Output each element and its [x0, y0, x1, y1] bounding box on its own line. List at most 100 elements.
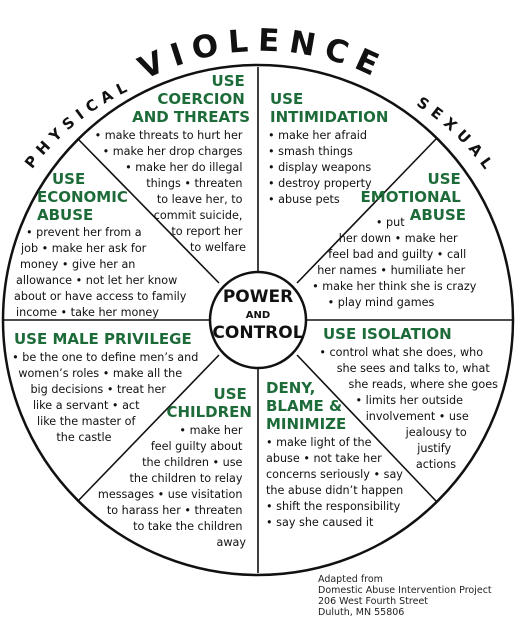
deny-title-line: BLAME & [266, 397, 342, 415]
credit-line: Adapted from [318, 574, 383, 585]
emotional-title-line: USE [428, 170, 461, 188]
intimidation-text-line: • make her afraid [268, 129, 367, 142]
economic-text-line: • prevent her from a [26, 226, 142, 239]
economic-title-line: ECONOMIC [37, 188, 128, 206]
intimidation-title-line: INTIMIDATION [270, 108, 388, 126]
isolation-text-line: actions [416, 458, 456, 471]
children-text-line: • make her [179, 424, 242, 437]
isolation-text-line: involvement • use [366, 410, 469, 423]
isolation-text-line: she reads, where she goes [349, 378, 499, 391]
segment-economic: USE ECONOMIC ABUSE • prevent her from a … [14, 170, 190, 319]
children-text-line: away [217, 536, 247, 549]
coercion-title-line: COERCION [157, 90, 244, 108]
emotional-text-line: • make her think she is crazy [312, 280, 477, 293]
intimidation-text-line: • smash things [268, 145, 353, 158]
emotional-text-line: her down • make her [339, 232, 458, 245]
center-and: AND [246, 310, 270, 321]
economic-text-line: money • give her an [20, 258, 135, 271]
privilege-text-line: like a servant • act [33, 399, 140, 412]
isolation-text-line: • control what she does, who [319, 346, 483, 359]
svg-text:USE ISOLATION: USE ISOLATION [323, 325, 452, 343]
economic-text-line: allowance • not let her know [16, 274, 177, 287]
credit-line: Duluth, MN 55806 [318, 607, 405, 618]
svg-text:USE COERCION AND T: USE COERCION AND THREATS [132, 72, 250, 126]
coercion-text-line: commit suicide, [154, 209, 243, 222]
emotional-text-line: • play mind games [328, 296, 435, 309]
privilege-text-line: like the master of [37, 415, 137, 428]
emotional-text-line: feel bad and guilty • call [328, 248, 466, 261]
segment-isolation: USE ISOLATION • control what she does, w… [319, 325, 501, 471]
svg-text:• control what she does, who: • control what she does, who she sees an… [319, 346, 501, 471]
privilege-title-line: USE MALE PRIVILEGE [14, 330, 192, 348]
segment-emotional: USE EMOTIONAL ABUSE • put her down • mak… [312, 170, 480, 309]
center-hub [208, 270, 308, 370]
isolation-text-line: • limits her outside [355, 394, 463, 407]
emotional-text-line: her names • humiliate her [317, 264, 465, 277]
coercion-text-line: • make threats to hurt her [95, 129, 243, 142]
credit-line: 206 West Fourth Street [318, 596, 429, 607]
spoke-top-left [77, 138, 220, 284]
deny-text-line: • make light of the [266, 436, 372, 449]
deny-text-line: abuse • not take her [266, 452, 382, 465]
intimidation-text-line: • abuse pets [268, 193, 340, 206]
isolation-text-line: she sees and talks to, what [337, 362, 491, 375]
svg-text:• make her afraid • smas: • make her afraid • smash things • displ… [268, 129, 375, 206]
coercion-text-line: things • threaten [146, 177, 242, 190]
deny-title-line: DENY, [266, 379, 315, 397]
isolation-text-line: jealousy to [405, 426, 467, 439]
svg-text:• make her feel guilty a: • make her feel guilty about the childre… [98, 424, 246, 549]
emotional-title-line: ABUSE [410, 206, 466, 224]
svg-text:USE INTIMIDATION: USE INTIMIDATION [270, 90, 388, 126]
svg-text:DENY, BLAME & MINI: DENY, BLAME & MINIMIZE [266, 379, 347, 433]
coercion-text-line: • make her do illegal [125, 161, 242, 174]
deny-text-line: the abuse didn’t happen [266, 484, 403, 497]
svg-text:• put her down • make he: • put her down • make her feel bad and g… [312, 216, 480, 309]
svg-text:• make threats to hurt her: • make threats to hurt her • make her dr… [95, 129, 247, 254]
economic-title-line: USE [52, 170, 85, 188]
children-title-line: USE [214, 385, 247, 403]
segment-children: USE CHILDREN • make her feel guilty abou… [98, 385, 252, 549]
emotional-text-line: • put [376, 216, 405, 229]
privilege-text-line: women’s roles • make all the [18, 367, 182, 380]
svg-text:• make light of the abus: • make light of the abuse • not take her… [266, 436, 407, 529]
intimidation-text-line: • destroy property [268, 177, 372, 190]
deny-text-line: concerns seriously • say [266, 468, 403, 481]
coercion-title-line: AND THREATS [132, 108, 250, 126]
svg-text:• prevent her from a job: • prevent her from a job • make her ask … [14, 226, 190, 319]
credit-line: Domestic Abuse Intervention Project [318, 585, 492, 596]
children-text-line: the children • use [142, 456, 242, 469]
coercion-text-line: to report her [171, 225, 242, 238]
spoke-top-right [296, 138, 437, 284]
center-control: CONTROL [212, 323, 303, 343]
isolation-text-line: justify [416, 442, 451, 455]
privilege-text-line: • be the one to define men’s and [12, 351, 198, 364]
economic-text-line: job • make her ask for [20, 242, 147, 255]
segment-intimidation: USE INTIMIDATION • make her afraid • sma… [268, 90, 388, 206]
svg-text:USE MALE PRIVILEGE: USE MALE PRIVILEGE [14, 330, 192, 348]
segment-deny-blame: DENY, BLAME & MINIMIZE • make light of t… [266, 379, 407, 529]
svg-text:USE ECONOMIC ABUSE: USE ECONOMIC ABUSE [37, 170, 133, 224]
deny-title-line: MINIMIZE [266, 415, 346, 433]
deny-text-line: • shift the responsibility [266, 500, 401, 513]
emotional-title-line: EMOTIONAL [361, 188, 462, 206]
deny-text-line: • say she caused it [266, 516, 374, 529]
svg-text:USE EMOTIONAL ABUS: USE EMOTIONAL ABUSE [361, 170, 466, 224]
svg-text:• be the one to define men’s a: • be the one to define men’s and women’s… [12, 351, 202, 444]
svg-text:USE CHILDREN: USE CHILDREN [166, 385, 252, 421]
children-title-line: CHILDREN [166, 403, 252, 421]
privilege-text-line: big decisions • treat her [30, 383, 166, 396]
economic-text-line: about or have access to family [14, 290, 187, 303]
children-text-line: to harass her • threaten [107, 504, 243, 517]
intimidation-title-line: USE [270, 90, 303, 108]
isolation-title-line: USE ISOLATION [323, 325, 452, 343]
coercion-text-line: to welfare [190, 241, 246, 254]
children-text-line: the children to relay [129, 472, 242, 485]
coercion-title-line: USE [212, 72, 245, 90]
intimidation-text-line: • display weapons [268, 161, 371, 174]
economic-text-line: income • take her money [16, 306, 159, 319]
spoke-bottom-left [77, 354, 220, 502]
segment-coercion: USE COERCION AND THREATS • make threats … [95, 72, 250, 254]
coercion-text-line: • make her drop charges [103, 145, 243, 158]
spoke-bottom-right [296, 354, 437, 502]
